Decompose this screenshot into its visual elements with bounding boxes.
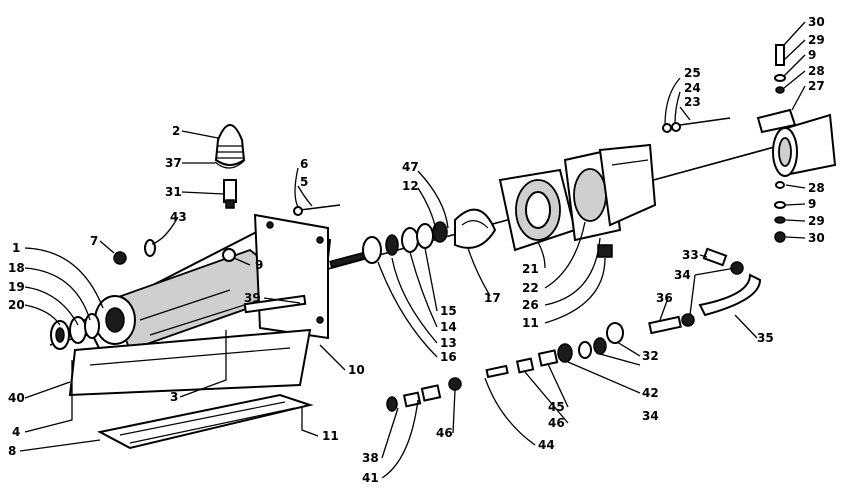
bolt xyxy=(293,204,341,216)
callout-35: 35 xyxy=(757,331,774,345)
square-plug xyxy=(597,244,613,258)
callout-13: 13 xyxy=(440,336,457,350)
callout-24: 24 xyxy=(684,81,701,95)
ride-plate xyxy=(97,393,314,450)
callout-9-top: 9 xyxy=(808,48,816,62)
fitting-washers xyxy=(557,322,624,363)
callout-34-lower: 34 xyxy=(642,409,659,423)
callout-14: 14 xyxy=(440,320,457,334)
drive-cup xyxy=(756,108,837,177)
callout-11-bottom: 11 xyxy=(322,429,339,443)
callout-21: 21 xyxy=(522,262,539,276)
callout-9-bottom: 9 xyxy=(808,197,816,211)
housing-flange xyxy=(253,213,329,340)
callout-labels: 1 18 19 20 40 4 8 2 37 31 43 7 9 6 5 39 … xyxy=(8,15,825,485)
callout-30-bottom: 30 xyxy=(808,231,825,245)
sealing-washer xyxy=(222,248,236,262)
callout-22: 22 xyxy=(522,281,539,295)
impeller xyxy=(454,208,497,249)
callout-40: 40 xyxy=(8,391,25,405)
callout-28-bottom: 28 xyxy=(808,181,825,195)
retaining-clip xyxy=(214,159,246,169)
callout-46-right: 46 xyxy=(548,416,565,430)
callout-18: 18 xyxy=(8,261,25,275)
bypass-hose xyxy=(698,273,762,317)
leader-lines xyxy=(19,21,806,479)
stator xyxy=(498,168,577,252)
callout-38: 38 xyxy=(362,451,379,465)
callout-2: 2 xyxy=(172,124,180,138)
callout-19: 19 xyxy=(8,280,25,294)
long-bolt xyxy=(662,117,731,133)
callout-47: 47 xyxy=(402,160,419,174)
callout-5: 5 xyxy=(300,175,308,189)
callout-37: 37 xyxy=(165,156,182,170)
callout-43: 43 xyxy=(170,210,187,224)
callout-26: 26 xyxy=(522,298,539,312)
top-fastener-stack xyxy=(774,44,786,94)
callout-33: 33 xyxy=(682,248,699,262)
callout-27: 27 xyxy=(808,79,825,93)
hose-clamp-fittings xyxy=(648,313,695,335)
callout-46-left: 46 xyxy=(436,426,453,440)
callout-11-mid: 11 xyxy=(522,316,539,330)
callout-20: 20 xyxy=(8,298,25,312)
intake-housing xyxy=(598,143,657,227)
callout-12: 12 xyxy=(402,179,419,193)
bottom-fastener-stack xyxy=(774,181,786,243)
callout-25: 25 xyxy=(684,66,701,80)
spring xyxy=(214,124,246,166)
bearing-stack xyxy=(362,221,448,264)
callout-10: 10 xyxy=(348,363,365,377)
nut-and-washer xyxy=(113,239,156,265)
callout-4: 4 xyxy=(12,425,20,439)
callout-42: 42 xyxy=(642,386,659,400)
callout-1: 1 xyxy=(12,241,20,255)
callout-39: 39 xyxy=(244,291,261,305)
callout-44: 44 xyxy=(538,438,555,452)
callout-31: 31 xyxy=(165,185,182,199)
fitting-chain xyxy=(386,349,559,412)
housing-base-plate xyxy=(68,328,312,397)
callout-30-top: 30 xyxy=(808,15,825,29)
callout-32: 32 xyxy=(642,349,659,363)
callout-15: 15 xyxy=(440,304,457,318)
callout-41: 41 xyxy=(362,471,379,485)
hose-fitting xyxy=(702,247,744,275)
callout-16: 16 xyxy=(440,350,457,364)
callout-36: 36 xyxy=(656,291,673,305)
callout-17: 17 xyxy=(484,291,501,305)
callout-6: 6 xyxy=(300,157,308,171)
callout-23: 23 xyxy=(684,95,701,109)
callout-7: 7 xyxy=(90,234,98,248)
nozzle-rings xyxy=(50,313,100,350)
callout-29-bottom: 29 xyxy=(808,214,825,228)
callout-34-upper: 34 xyxy=(674,268,691,282)
grease-fitting xyxy=(223,179,237,209)
callout-28-top: 28 xyxy=(808,64,825,78)
callout-29-top: 29 xyxy=(808,33,825,47)
callout-3: 3 xyxy=(170,390,178,404)
callout-45: 45 xyxy=(548,400,565,414)
callout-8: 8 xyxy=(8,444,16,458)
callout-9-left: 9 xyxy=(255,258,263,272)
